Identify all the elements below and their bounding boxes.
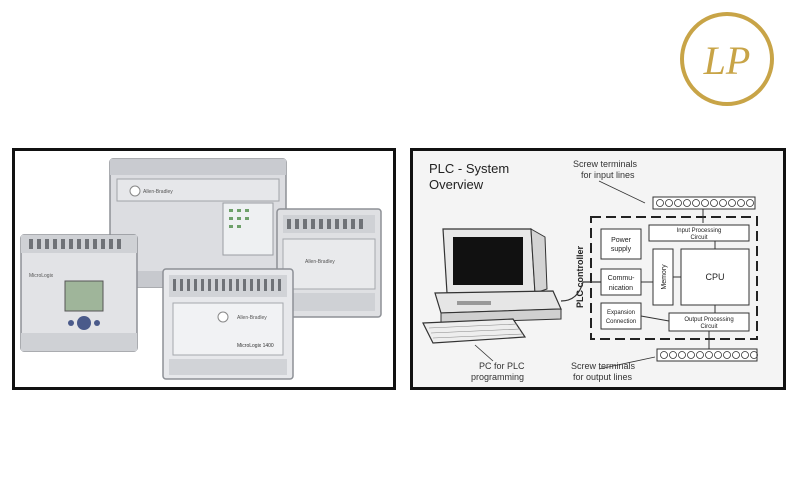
plc-controller-boundary [590, 216, 758, 340]
svg-text:Commu-: Commu- [608, 275, 636, 282]
pc-label-line2: programming [471, 372, 524, 382]
screw-output-label-2: for output lines [573, 372, 633, 382]
pc-label-line1: PC for PLC [479, 361, 525, 371]
plc-unit-right: Allen-Bradley [276, 208, 382, 318]
plc-system-diagram: PLC - System Overview Screw terminals fo… [410, 148, 786, 390]
power-supply-block: Power supply [600, 228, 642, 260]
svg-text:Circuit: Circuit [700, 324, 717, 330]
diagram-title-line1: PLC - System [429, 161, 509, 176]
svg-text:Circuit: Circuit [690, 235, 707, 241]
screw-input-label-2: for input lines [581, 170, 635, 180]
input-terminal-strip [652, 196, 756, 210]
plc-controller-label: PLC controller [575, 246, 585, 309]
plc-unit-left-model: MicroLogix [29, 273, 54, 279]
plc-unit-back-brand: Allen-Bradley [143, 189, 173, 195]
svg-text:supply: supply [611, 246, 632, 253]
svg-text:Input Processing: Input Processing [677, 228, 722, 234]
svg-text:Connection: Connection [606, 319, 636, 325]
svg-text:Output Processing: Output Processing [684, 317, 733, 323]
input-processing-block: Input Processing Circuit [648, 224, 750, 242]
plc-unit-front-brand: Allen-Bradley [237, 315, 267, 321]
svg-text:nication: nication [609, 285, 633, 292]
plc-unit-front: Allen-Bradley MicroLogix 1400 [162, 268, 294, 380]
pc-computer [422, 228, 601, 344]
expansion-connection-block: Expansion Connection [600, 302, 642, 330]
svg-text:CPU: CPU [705, 272, 724, 282]
plc-unit-front-model: MicroLogix 1400 [237, 343, 274, 349]
plc-unit-left: MicroLogix [20, 234, 138, 352]
svg-text:Expansion: Expansion [607, 310, 635, 316]
cpu-block: CPU [680, 248, 750, 306]
output-terminal-strip [656, 348, 758, 362]
svg-text:Memory: Memory [661, 264, 668, 290]
screw-output-label-1: Screw terminals [571, 361, 636, 371]
svg-text:Power: Power [611, 237, 632, 244]
logo-monogram: LP [703, 38, 751, 83]
plc-photo-panel: Allen-Bradley Allen-Bradley [12, 148, 396, 390]
screw-input-label-1: Screw terminals [573, 159, 638, 169]
communication-block: Commu- nication [600, 268, 642, 296]
plc-unit-right-brand: Allen-Bradley [305, 259, 335, 265]
plc-unit-back: Allen-Bradley [109, 158, 287, 288]
diagram-title-line2: Overview [429, 177, 484, 192]
memory-block: Memory [652, 248, 674, 306]
output-processing-block: Output Processing Circuit [668, 312, 750, 332]
brand-logo: LP [678, 10, 776, 108]
